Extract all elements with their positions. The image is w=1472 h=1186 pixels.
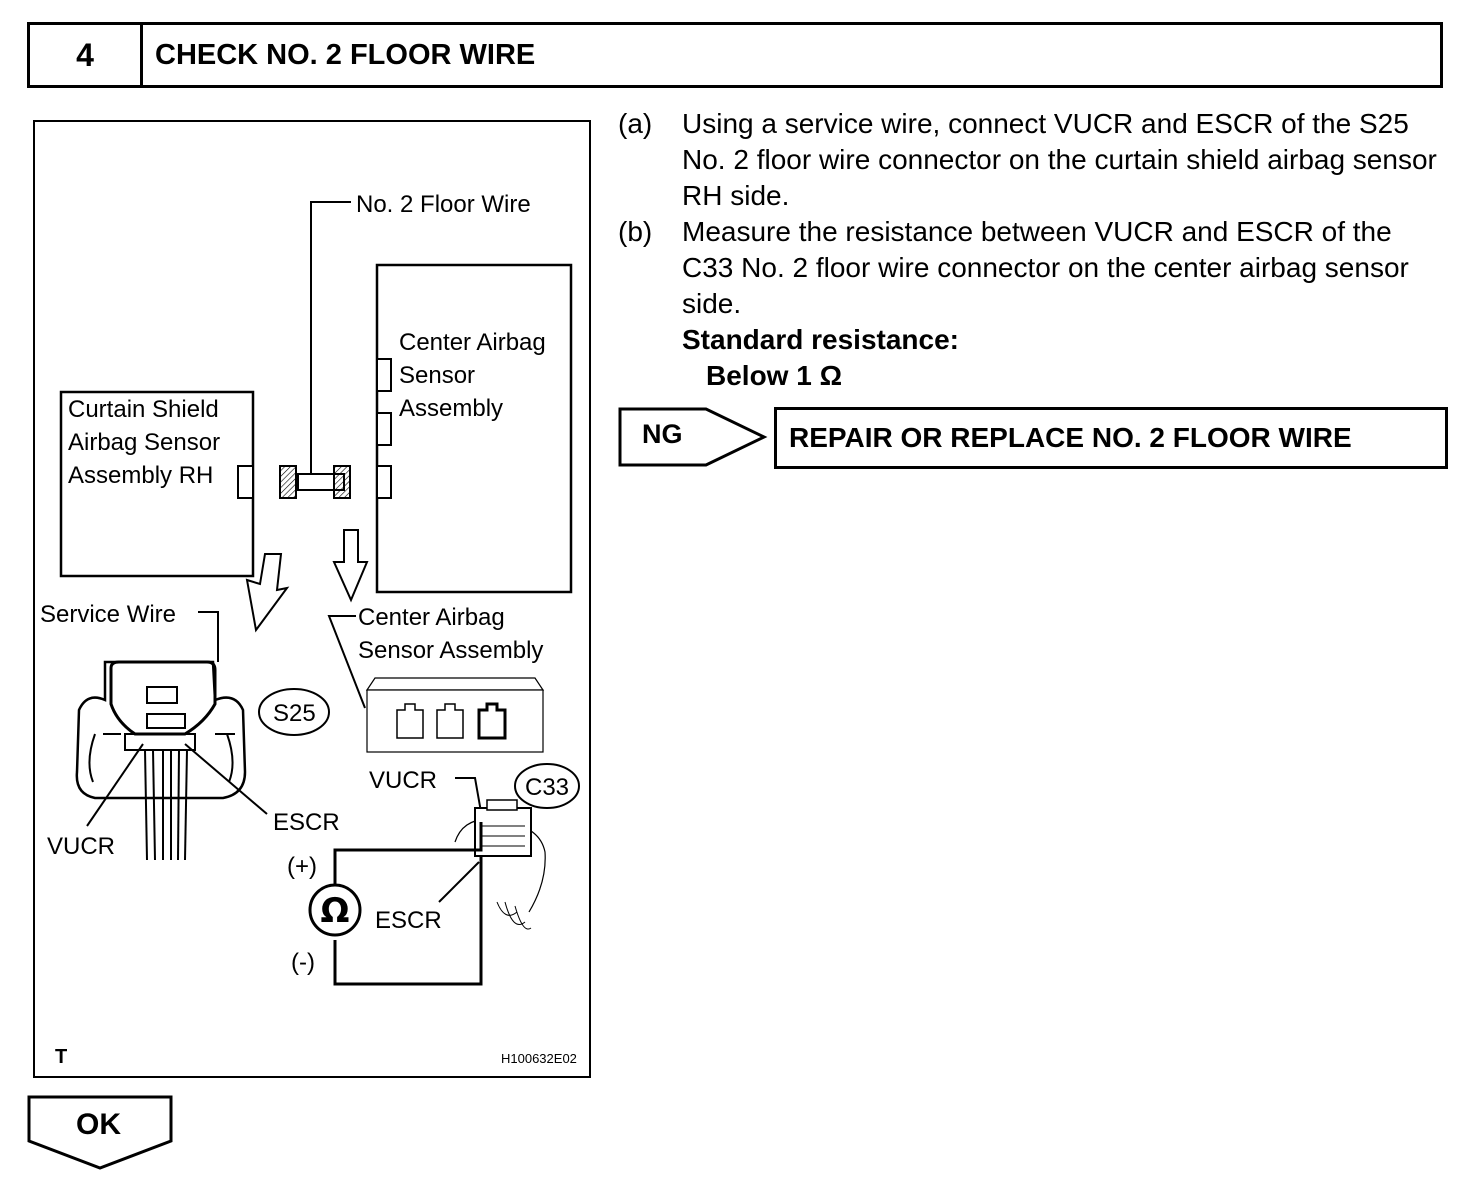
step-b: (b) Measure the resistance between VUCR …: [618, 214, 1448, 322]
vucr-left-label: VUCR: [47, 833, 115, 860]
center-connector-1: [376, 358, 392, 392]
curtain-connector: [237, 465, 254, 499]
ng-label: NG: [642, 419, 683, 449]
wiring-diagram: No. 2 Floor Wire Center Airbag Sensor As…: [40, 191, 580, 1068]
step-a-text: Using a service wire, connect VUCR and E…: [682, 108, 1437, 211]
standard-resistance-value: Below 1 Ω: [706, 360, 843, 391]
center-assembly-line1: Center Airbag: [358, 604, 505, 631]
step-b-letter: (b): [618, 216, 653, 247]
meter-wire-minus: [333, 857, 483, 986]
floor-wire-connector-right: [333, 465, 351, 499]
escr-right-label: ESCR: [375, 907, 442, 934]
ok-arrow-icon: [27, 1095, 173, 1170]
floor-wire-leader: [310, 201, 351, 475]
vucr-right-label: VUCR: [369, 767, 437, 794]
meter-wire-plus: [333, 822, 483, 904]
escr-left-leader: [184, 743, 268, 815]
ng-arrow-icon: [618, 407, 768, 467]
service-wire-leader: [198, 611, 219, 662]
center-assembly-line2: Sensor Assembly: [358, 637, 543, 664]
down-arrow-left: [245, 553, 290, 633]
step-number: 4: [30, 25, 143, 85]
step-a: (a) Using a service wire, connect VUCR a…: [618, 106, 1448, 214]
wiring-illustration: No. 2 Floor Wire Center Airbag Sensor As…: [33, 120, 591, 1078]
ok-label: OK: [76, 1108, 121, 1141]
floor-wire-connector-left: [279, 465, 297, 499]
step-title: CHECK NO. 2 FLOOR WIRE: [155, 38, 536, 71]
center-sensor-connectors: [365, 677, 545, 753]
ng-action: REPAIR OR REPLACE NO. 2 FLOOR WIRE: [774, 407, 1448, 469]
center-airbag-box: [375, 263, 573, 594]
center-airbag-line3: Assembly: [399, 395, 503, 422]
s25-label: S25: [273, 700, 316, 727]
s25-connector-drawing: [75, 660, 247, 861]
step-header: 4 CHECK NO. 2 FLOOR WIRE: [27, 22, 1443, 88]
center-airbag-line2: Sensor: [399, 362, 475, 389]
center-connector-3: [376, 465, 392, 499]
plus-label: (+): [287, 853, 317, 880]
minus-label: (-): [291, 949, 315, 976]
standard-resistance-label: Standard resistance:: [682, 324, 959, 355]
vucr-left-leader: [86, 743, 144, 827]
escr-left-label: ESCR: [273, 809, 340, 836]
c33-label: C33: [525, 774, 569, 801]
step-a-letter: (a): [618, 108, 653, 139]
c33-callout: [514, 763, 580, 809]
center-connector-2: [376, 412, 392, 446]
floor-wire-label: No. 2 Floor Wire: [356, 191, 531, 218]
ohmmeter-icon: [308, 883, 362, 937]
procedure-steps: (a) Using a service wire, connect VUCR a…: [618, 106, 1448, 322]
ohm-symbol: Ω: [321, 891, 350, 931]
curtain-shield-line2: Airbag Sensor: [68, 429, 220, 456]
escr-right-leader: [438, 861, 480, 903]
curtain-shield-line3: Assembly RH: [68, 462, 213, 489]
curtain-shield-line1: Curtain Shield: [68, 396, 219, 423]
center-airbag-line1: Center Airbag: [399, 329, 546, 356]
down-arrow-right: [332, 529, 369, 603]
step-b-text: Measure the resistance between VUCR and …: [682, 216, 1409, 319]
s25-callout: [258, 688, 330, 736]
center-assembly-leader: [327, 615, 366, 709]
c33-connector-drawing: [454, 799, 546, 930]
corner-letter: T: [55, 1046, 67, 1068]
service-wire-label: Service Wire: [40, 601, 176, 628]
figure-code: H100632E02: [501, 1051, 577, 1066]
vucr-right-leader: [455, 777, 482, 813]
